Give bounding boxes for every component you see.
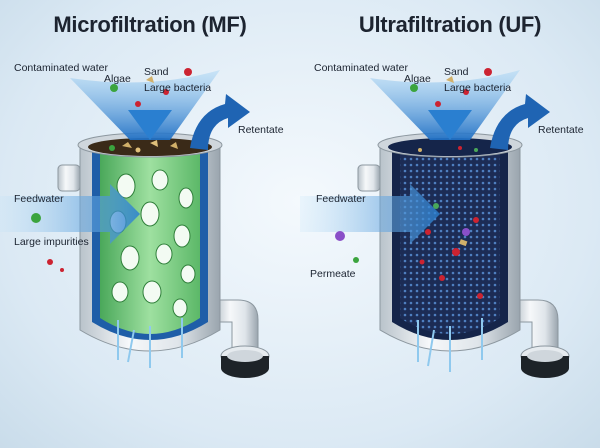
uf-label-algae: Algae [404, 73, 431, 85]
uf-inflow-arrowhead [428, 110, 472, 140]
mf-label-contaminated-water: Contaminated water [14, 62, 108, 74]
mf-cylinder-housing [77, 132, 223, 352]
uf-label-large-bacteria: Large bacteria [444, 82, 512, 94]
mf-filter-illustration [0, 68, 270, 378]
microfiltration-panel: Microfiltration (MF) Contaminated water … [0, 12, 284, 378]
uf-membrane-mesh [400, 152, 500, 334]
uf-label-permeate: Permeate [310, 268, 356, 280]
mf-label-retentate: Retentate [238, 124, 284, 136]
mf-permeate-arrows [117, 318, 183, 368]
uf-feedwater-arrow [300, 184, 440, 244]
mf-label-sand: Sand [144, 66, 169, 78]
mf-label-algae: Algae [104, 73, 131, 85]
uf-contaminated-water-stream [370, 70, 520, 140]
mf-contaminated-water-stream [70, 70, 220, 140]
mf-inflow-arrowhead [128, 110, 172, 140]
uf-title: Ultrafiltration (UF) [358, 12, 542, 37]
uf-cylinder-housing [377, 132, 523, 352]
uf-label-contaminated-water: Contaminated water [314, 62, 408, 74]
uf-permeate-arrows [417, 318, 483, 372]
mf-outlet-pipe [214, 299, 270, 378]
mf-feedwater-arrow [0, 184, 140, 244]
uf-retentate-arrow [490, 94, 550, 150]
mf-label-large-impurities: Large impurities [14, 236, 89, 248]
uf-inlet-nozzle [357, 164, 381, 192]
uf-label-feedwater: Feedwater [316, 193, 366, 205]
uf-filter-illustration [300, 68, 570, 378]
mf-title: Microfiltration (MF) [53, 12, 247, 37]
mf-retentate-arrow [190, 94, 250, 150]
ultrafiltration-panel: Ultrafiltration (UF) Contaminated water … [300, 0, 600, 448]
mf-label-feedwater: Feedwater [14, 193, 64, 205]
mf-inlet-nozzle [57, 164, 81, 192]
mf-sediment [109, 140, 178, 153]
uf-outlet-pipe [514, 299, 570, 378]
uf-label-retentate: Retentate [538, 124, 584, 136]
uf-particles [335, 68, 492, 299]
uf-label-sand: Sand [444, 66, 469, 78]
mf-label-large-bacteria: Large bacteria [144, 82, 212, 94]
mf-particles [31, 68, 192, 272]
